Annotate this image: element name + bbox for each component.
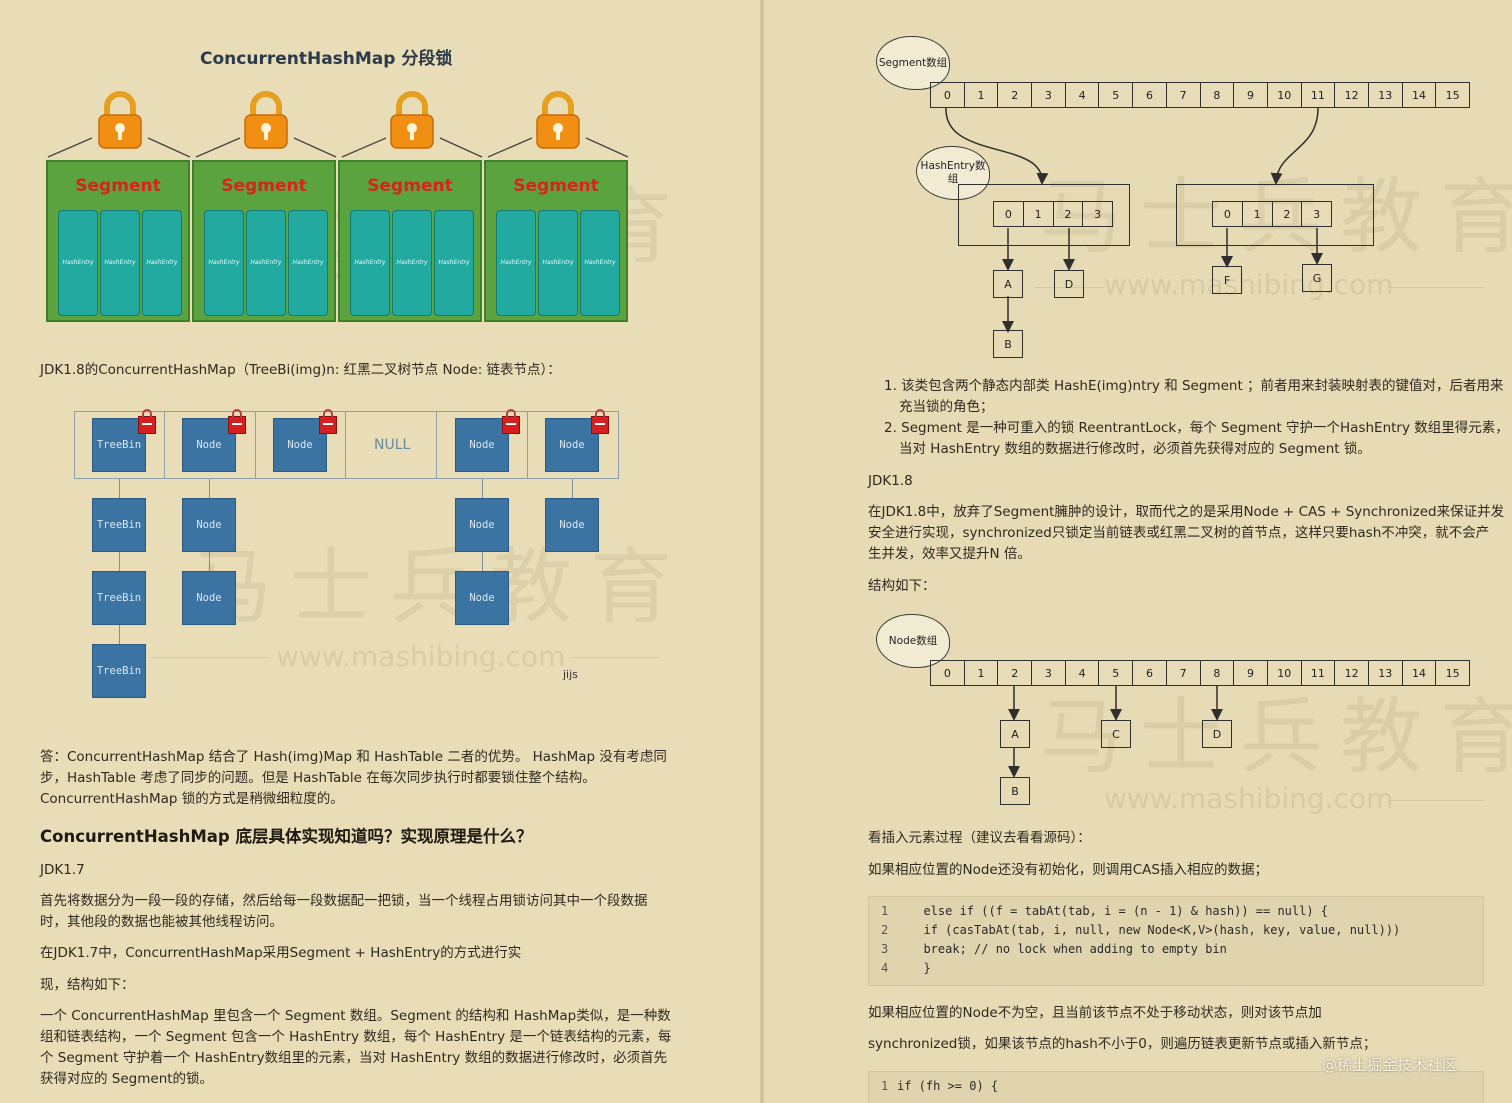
lock-icon	[502, 416, 520, 434]
paragraph-line: synchronized锁，如果该节点的hash不小于0，则遍历链表更新节点或插…	[868, 1034, 1376, 1055]
version-label: JDK1.7	[40, 860, 85, 881]
paragraph-line: 首先将数据分为一段一段的存储，然后给每一段数据配一把锁，当一个线程占用锁访问其中…	[40, 891, 648, 912]
code-block: 1 else if ((f = tabAt(tab, i = (n - 1) &…	[868, 896, 1484, 986]
array-cell: 5	[1099, 661, 1133, 685]
node-array-divider	[527, 411, 528, 479]
array-cell: 11	[1302, 661, 1336, 685]
paragraph-line: 看插入元素过程（建议去看看源码）：	[868, 828, 1091, 849]
lock-icon	[138, 416, 156, 434]
paragraph-line: 一个 ConcurrentHashMap 里包含一个 Segment 数组。Se…	[40, 1006, 671, 1027]
treebin-node: TreeBin	[92, 644, 146, 698]
array-cell: 0	[931, 661, 965, 685]
node-array-arrows	[764, 0, 1512, 820]
lock-icon	[319, 416, 337, 434]
list-node: Node	[455, 418, 509, 472]
segment-label: Segment	[486, 176, 626, 196]
paragraph-line: 个 Segment 守护着一个 HashEntry数组里的元素，当对 HashE…	[40, 1048, 667, 1069]
hashentry-cell: HashEntry	[392, 210, 432, 316]
hashentry-cell: HashEntry	[246, 210, 286, 316]
code-line: 1 else if ((f = tabAt(tab, i = (n - 1) &…	[881, 904, 1471, 923]
code-block: 1if (fh >= 0) {	[868, 1071, 1484, 1103]
hashentry-cell: HashEntry	[538, 210, 578, 316]
hashentry-cell: HashEntry	[434, 210, 474, 316]
lock-icon	[241, 90, 291, 150]
paragraph-line: 如果相应位置的Node不为空，且当前该节点不处于移动状态，则对该节点加	[868, 1003, 1322, 1024]
list-node: Node	[545, 498, 599, 552]
diagram-signature: jijs	[563, 668, 578, 681]
lock-icon	[533, 90, 583, 150]
segment-label: Segment	[48, 176, 188, 196]
code-line: 2 if (casTabAt(tab, i, null, new Node<K,…	[881, 923, 1471, 942]
null-slot: NULL	[374, 437, 410, 453]
jdk18-caption: JDK1.8的ConcurrentHashMap（TreeBi(img)n: 红…	[40, 360, 561, 381]
hashentry-cell: HashEntry	[100, 210, 140, 316]
watermark-line	[150, 657, 270, 658]
watermark-cn: 马士兵教育	[190, 520, 690, 639]
array-cell: 3	[1032, 661, 1066, 685]
paragraph-line: 获得对应的 Segment的锁。	[40, 1069, 213, 1090]
array-cell: 2	[998, 661, 1032, 685]
node-array-divider	[255, 411, 256, 479]
hashentry-cell: HashEntry	[288, 210, 328, 316]
segment-label: Segment	[340, 176, 480, 196]
array-cell: 9	[1234, 661, 1268, 685]
left-page: 马士兵教育 马士兵教育 www.mashibing.com www.mashib…	[0, 0, 760, 1103]
section-heading: ConcurrentHashMap 底层具体实现知道吗？实现原理是什么？	[40, 823, 532, 847]
lock-icon	[387, 90, 437, 150]
hashentry-cell: HashEntry	[350, 210, 390, 316]
treebin-node: TreeBin	[92, 498, 146, 552]
list-node: Node	[455, 571, 509, 625]
segment-label: Segment	[194, 176, 334, 196]
answer-line: ConcurrentHashMap 锁的方式是稍微细粒度的。	[40, 789, 344, 810]
treebin-node: TreeBin	[92, 571, 146, 625]
array-cell: 14	[1403, 661, 1437, 685]
list-node: Node	[182, 571, 236, 625]
hashentry-cell: HashEntry	[496, 210, 536, 316]
paragraph-line: 组和链表结构，一个 Segment 包含一个 HashEntry 数组，每个 H…	[40, 1027, 671, 1048]
answer-line: 答：ConcurrentHashMap 结合了 Hash(img)Map 和 H…	[40, 747, 667, 768]
hashentry-cell: HashEntry	[204, 210, 244, 316]
list-node: Node	[182, 498, 236, 552]
array-cell: 7	[1167, 661, 1201, 685]
answer-line: 步，HashTable 考虑了同步的问题。但是 HashTable 在每次同步执…	[40, 768, 596, 789]
node-c: C	[1101, 720, 1131, 748]
hashentry-cell: HashEntry	[58, 210, 98, 316]
paragraph-line: 在JDK1.7中，ConcurrentHashMap采用Segment + Ha…	[40, 943, 521, 964]
paragraph-line: 现，结构如下：	[40, 975, 135, 996]
hashentry-cell: HashEntry	[580, 210, 620, 316]
node-array-divider	[164, 411, 165, 479]
segment-block: Segment HashEntry HashEntry HashEntry	[192, 160, 336, 322]
node-a: A	[1000, 720, 1030, 748]
code-line: 4 }	[881, 961, 1471, 980]
array-cell: 6	[1133, 661, 1167, 685]
segment-block: Segment HashEntry HashEntry HashEntry	[338, 160, 482, 322]
lock-icon	[95, 90, 145, 150]
list-node: Node	[455, 498, 509, 552]
paragraph-line: 如果相应位置的Node还没有初始化，则调用CAS插入相应的数据；	[868, 860, 1268, 881]
array-cell: 12	[1335, 661, 1369, 685]
lock-icon	[591, 416, 609, 434]
watermark-line	[570, 657, 660, 658]
array-cell: 1	[965, 661, 999, 685]
source-credit: @稀土掘金技术社区	[1322, 1054, 1457, 1075]
hashentry-cell: HashEntry	[142, 210, 182, 316]
node-d: D	[1202, 720, 1232, 748]
array-cell: 10	[1268, 661, 1302, 685]
paragraph-line: 时，其他段的数据也能被其他线程访问。	[40, 912, 283, 933]
node-b: B	[1000, 777, 1030, 805]
array-cell: 4	[1066, 661, 1100, 685]
segment-block: Segment HashEntry HashEntry HashEntry	[46, 160, 190, 322]
array-cell: 13	[1369, 661, 1403, 685]
array-cell: 8	[1201, 661, 1235, 685]
node-array-divider	[345, 411, 346, 479]
watermark-url: www.mashibing.com	[276, 640, 565, 673]
chain-line	[572, 479, 573, 499]
code-line: 3 break; // no lock when adding to empty…	[881, 942, 1471, 961]
lock-icon	[228, 416, 246, 434]
array-cell: 15	[1436, 661, 1469, 685]
node-array: 0 1 2 3 4 5 6 7 8 9 10 11 12 13 14 15	[930, 660, 1470, 686]
segment-block: Segment HashEntry HashEntry HashEntry	[484, 160, 628, 322]
node-array-divider	[436, 411, 437, 479]
